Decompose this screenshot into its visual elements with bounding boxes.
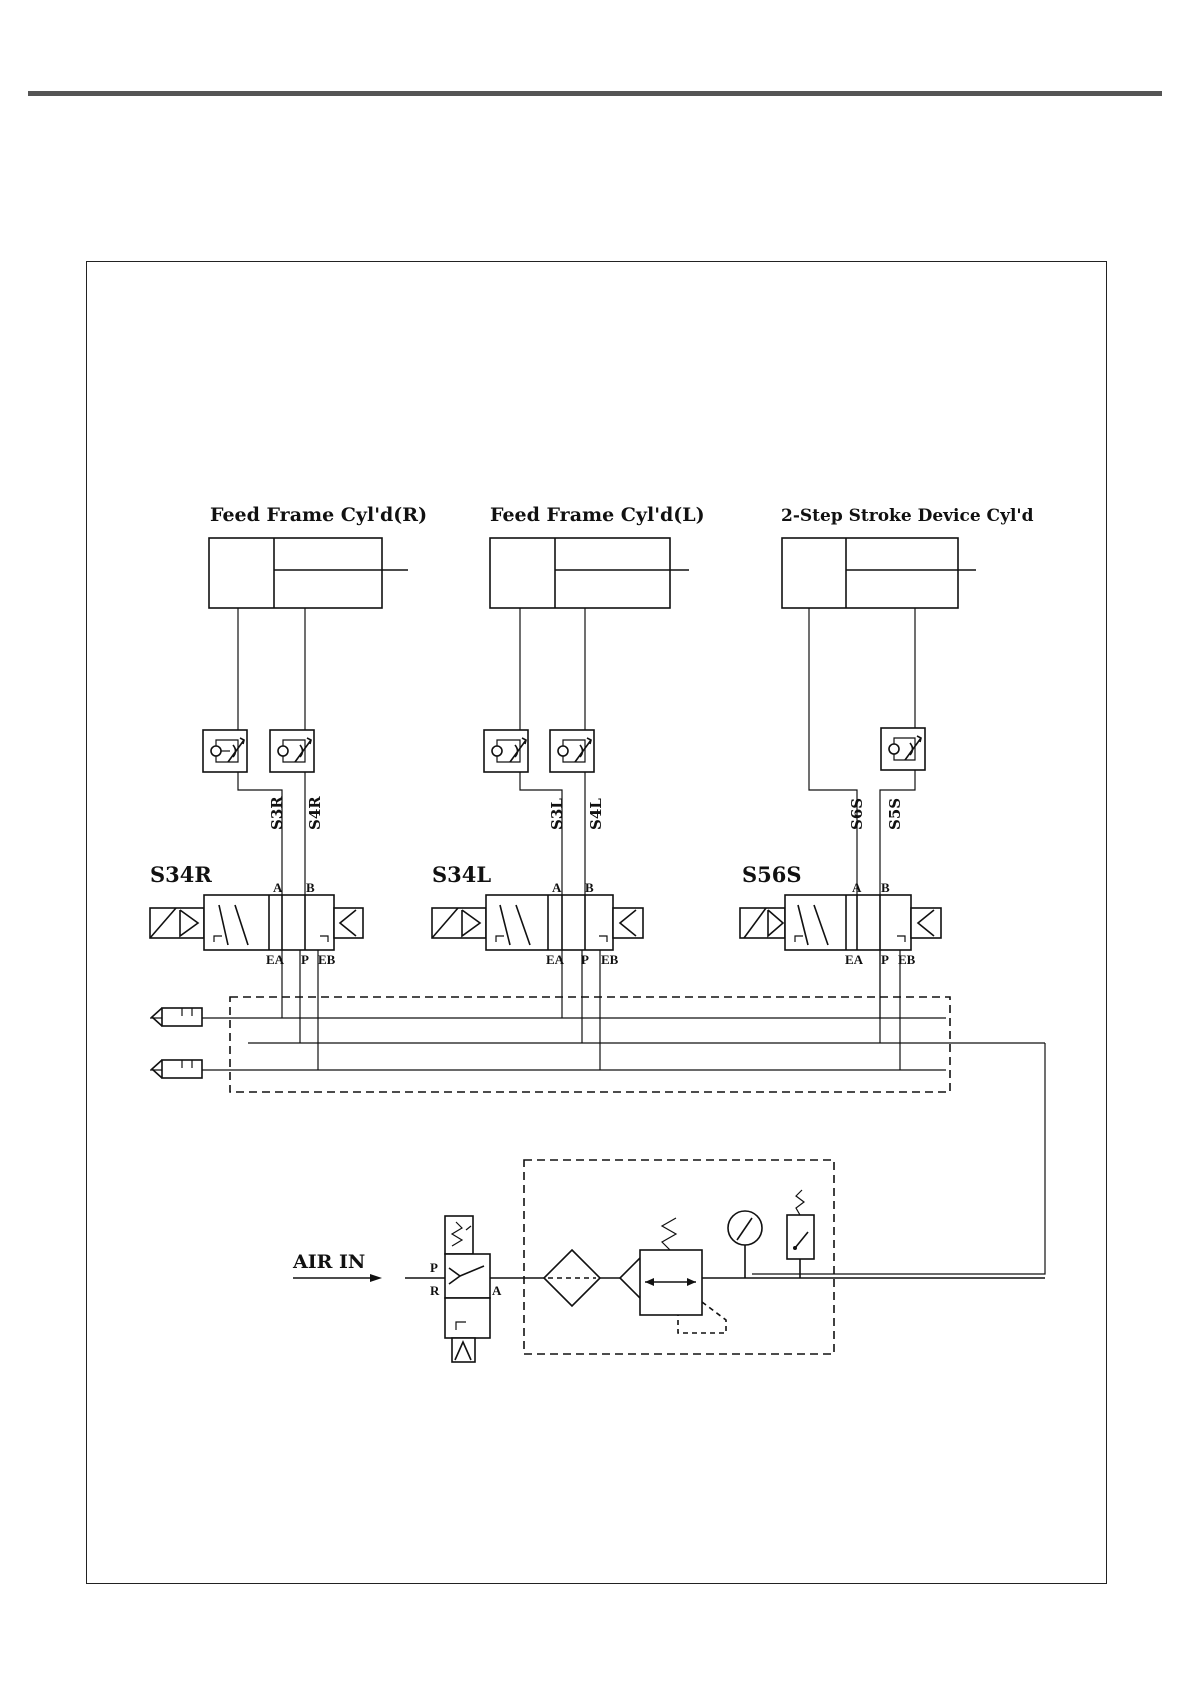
line-label-s4r: S4R <box>306 796 324 830</box>
port-b-s56s: B <box>881 880 890 895</box>
port-eb-s56s: EB <box>898 952 916 967</box>
line-label-s5s: S5S <box>886 798 904 830</box>
line-label-s3l: S3L <box>548 798 566 830</box>
valve-name-s56s: S56S <box>742 862 802 887</box>
port-a-s34l: A <box>552 880 562 895</box>
port-eb-s34l: EB <box>601 952 619 967</box>
solenoid-valve-s56s <box>740 895 941 950</box>
port-a-s56s: A <box>852 880 862 895</box>
port-a-s34r: A <box>273 880 283 895</box>
valve-name-s34r: S34R <box>150 862 212 887</box>
cylinder-feed-frame-l <box>490 538 689 608</box>
cylinder-label-2step: 2-Step Stroke Device Cyl'd <box>781 506 1034 526</box>
cylinder-2-step-stroke <box>782 538 976 608</box>
cylinder-feed-frame-r <box>209 538 408 608</box>
shutoff-valve <box>445 1216 490 1362</box>
silencer-top <box>152 1008 202 1026</box>
flow-control-valve-s <box>881 728 925 770</box>
pressure-switch <box>787 1190 814 1278</box>
supply-port-p: P <box>430 1260 438 1275</box>
port-ea-s56s: EA <box>845 952 864 967</box>
line-label-s3r: S3R <box>268 796 286 830</box>
flow-control-valve-l1 <box>484 730 528 772</box>
solenoid-valve-s34l <box>432 895 643 950</box>
manifold-block <box>230 997 950 1092</box>
supply-port-a: A <box>492 1283 502 1298</box>
line-label-s6s: S6S <box>848 798 866 830</box>
flow-control-valve-l2 <box>550 730 594 772</box>
port-p-s34r: P <box>301 952 309 967</box>
port-b-s34r: B <box>306 880 315 895</box>
silencer-bottom <box>152 1060 202 1078</box>
port-p-s56s: P <box>881 952 889 967</box>
supply-port-r: R <box>430 1283 440 1298</box>
cylinder-label-l: Feed Frame Cyl'd(L) <box>490 504 705 526</box>
port-eb-s34r: EB <box>318 952 336 967</box>
pressure-regulator <box>620 1218 726 1333</box>
cylinder-label-r: Feed Frame Cyl'd(R) <box>210 504 427 526</box>
line-label-s4l: S4L <box>587 798 605 830</box>
valve-name-s34l: S34L <box>432 862 491 887</box>
port-b-s34l: B <box>585 880 594 895</box>
pressure-gauge <box>728 1211 762 1278</box>
solenoid-valve-s34r <box>150 895 363 950</box>
filter-element <box>544 1250 600 1306</box>
flow-control-valve-r1 <box>203 730 247 772</box>
flow-control-valve-r2 <box>270 730 314 772</box>
air-in-label: AIR IN <box>292 1251 365 1273</box>
